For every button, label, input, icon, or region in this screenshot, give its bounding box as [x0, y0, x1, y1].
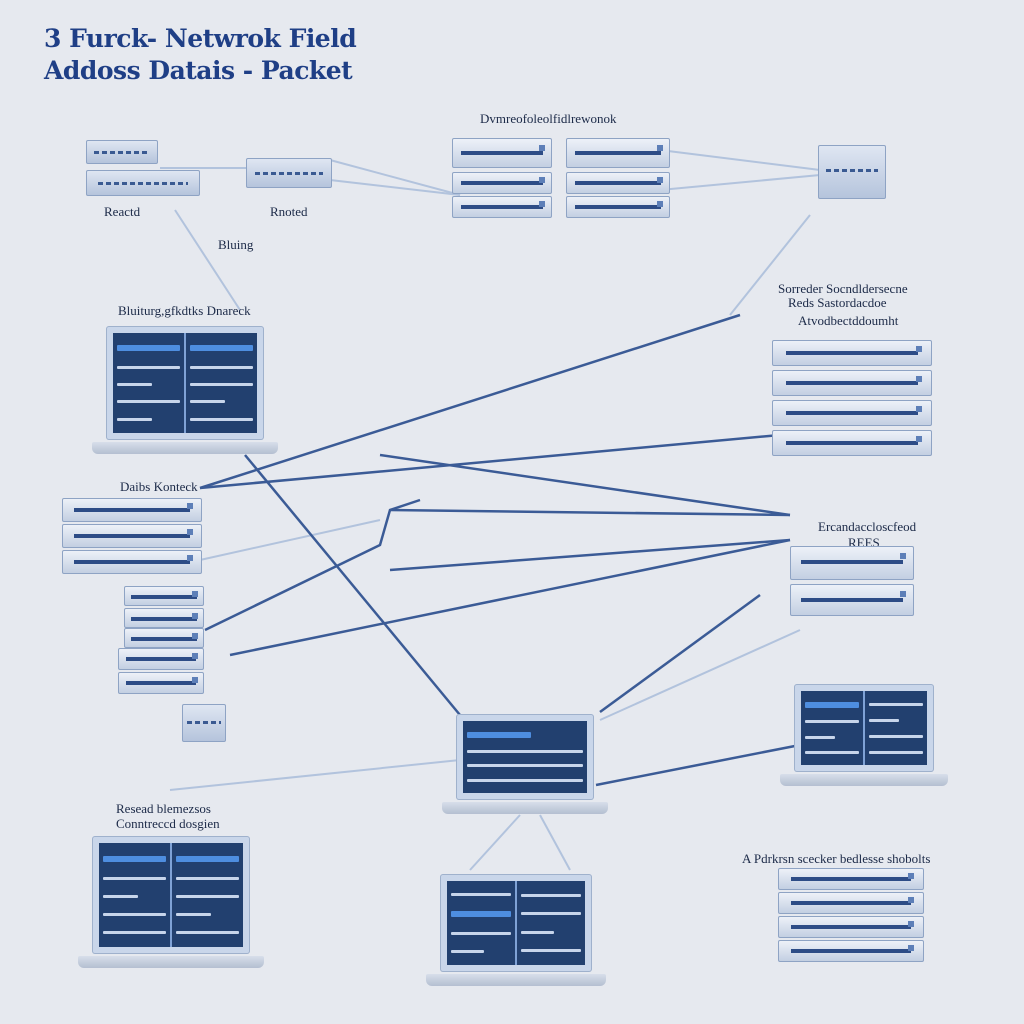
label-right-mid-2: REES [848, 535, 880, 550]
label-right-2: Reds Sastordacdoe [788, 295, 887, 310]
rack-server-icon [62, 498, 202, 574]
link-line [389, 508, 791, 517]
link-line [729, 214, 811, 316]
rack-server-icon [778, 868, 924, 962]
link-line [659, 149, 821, 171]
laptop-icon [442, 714, 608, 814]
link-line [599, 593, 761, 714]
label-top-center: Dvmreofoleolfidlrewonok [480, 111, 617, 126]
link-line [659, 174, 821, 191]
link-line [329, 159, 461, 196]
link-line [389, 538, 791, 572]
label-right-mid-1: Ercandaccloscfeod [818, 519, 917, 534]
rack-server-icon [118, 648, 204, 694]
rack-server-icon [452, 138, 552, 218]
label-reactd: Reactd [104, 204, 141, 219]
link-line [379, 453, 791, 517]
laptop-icon [92, 326, 278, 454]
link-line [204, 498, 421, 632]
label-data-kontech: Daibs Konteck [120, 479, 198, 494]
link-line [199, 313, 741, 490]
label-laptop-left: Bluiturg,gfkdtks Dnareck [118, 303, 251, 318]
network-switch-icon [246, 158, 332, 188]
label-bottom-left-2: Conntreccd dosgien [116, 816, 220, 831]
label-bluing: Bluing [218, 237, 254, 252]
rack-server-icon [566, 138, 670, 218]
link-line [469, 814, 521, 871]
link-line [169, 759, 461, 791]
label-right-3: Atvodbectddoumht [798, 313, 899, 328]
link-line [595, 743, 801, 787]
label-right-1: Sorreder Socndldersecne [778, 281, 908, 296]
link-line [329, 179, 461, 196]
link-line [199, 433, 781, 490]
network-switch-icon [86, 140, 158, 164]
rack-server-icon [124, 586, 204, 648]
rack-server-icon [790, 546, 914, 616]
laptop-icon [780, 684, 948, 786]
network-switch-icon [818, 145, 886, 199]
network-switch-icon [182, 704, 226, 742]
link-line [539, 814, 571, 871]
diagram-title-line-2: Addoss Datais - Packet [44, 56, 353, 85]
network-switch-icon [86, 170, 200, 196]
link-line [174, 209, 241, 311]
laptop-icon [426, 874, 606, 986]
link-line [244, 454, 461, 716]
laptop-icon [78, 836, 264, 968]
label-rnoted: Rnoted [270, 204, 308, 219]
link-line [599, 629, 801, 721]
label-bottom-right: A Pdrkrsn scecker bedlesse shobolts [742, 851, 931, 866]
diagram-title-line-1: 3 Furck- Netwrok Field [44, 24, 357, 53]
link-line [229, 538, 791, 657]
rack-server-icon [772, 340, 932, 456]
label-bottom-left-1: Resead blemezsos [116, 801, 211, 816]
link-line [199, 519, 381, 561]
